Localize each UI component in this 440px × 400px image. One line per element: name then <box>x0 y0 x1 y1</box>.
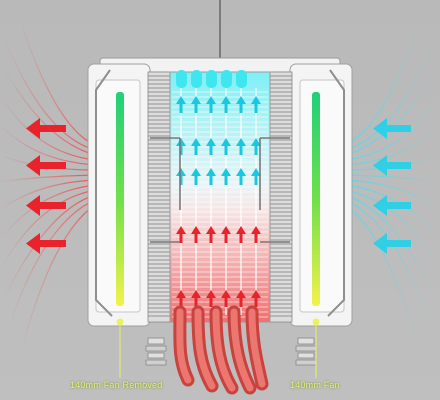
arrow-up-icon <box>206 138 216 155</box>
arrow-up-icon <box>251 226 261 243</box>
arrow-up-icon <box>236 226 246 243</box>
cool-upflow-arrows <box>176 96 261 185</box>
arrow-up-icon <box>251 168 261 185</box>
label-fan-right: 140mm Fan <box>290 380 340 390</box>
callout-right <box>312 318 320 378</box>
heatpipe-tips <box>176 70 247 88</box>
arrow-up-icon <box>221 290 231 307</box>
arrow-up-icon <box>191 168 201 185</box>
hot-exhaust-arrows <box>26 118 66 254</box>
left-fin-stack <box>147 71 171 323</box>
arrow-up-icon <box>191 226 201 243</box>
hot-upflow-arrows <box>176 226 261 307</box>
arrow-left-icon <box>26 118 66 139</box>
arrow-up-icon <box>176 226 186 243</box>
arrow-up-icon <box>206 96 216 113</box>
arrow-left-icon <box>373 195 411 216</box>
arrow-up-icon <box>221 96 231 113</box>
callout-left <box>116 318 124 378</box>
arrow-up-icon <box>221 138 231 155</box>
arrow-up-icon <box>176 138 186 155</box>
arrow-up-icon <box>236 138 246 155</box>
arrow-up-icon <box>236 96 246 113</box>
arrow-left-icon <box>26 195 66 216</box>
arrow-up-icon <box>236 290 246 307</box>
right-fin-stack <box>269 71 293 323</box>
arrow-up-icon <box>191 290 201 307</box>
arrow-up-icon <box>176 168 186 185</box>
arrow-up-icon <box>191 138 201 155</box>
arrow-left-icon <box>373 155 411 176</box>
label-fan-left: 140mm Fan Removed <box>70 380 163 390</box>
left-rgb-strip <box>116 92 124 306</box>
arrow-up-icon <box>236 168 246 185</box>
arrow-left-icon <box>373 233 411 254</box>
mount-screw-left <box>145 337 167 366</box>
arrow-up-icon <box>221 226 231 243</box>
right-rgb-strip <box>312 92 320 306</box>
arrow-left-icon <box>373 118 411 139</box>
arrow-up-icon <box>176 96 186 113</box>
arrow-up-icon <box>191 96 201 113</box>
arrow-up-icon <box>251 96 261 113</box>
fan-clips <box>150 137 290 243</box>
arrow-up-icon <box>221 168 231 185</box>
arrow-left-icon <box>26 155 66 176</box>
arrow-up-icon <box>251 138 261 155</box>
arrow-up-icon <box>176 290 186 307</box>
heatpipes <box>173 305 269 395</box>
arrow-up-icon <box>251 290 261 307</box>
arrow-left-icon <box>26 233 66 254</box>
right-fan <box>289 63 353 327</box>
arrow-up-icon <box>206 168 216 185</box>
left-fan <box>87 63 151 327</box>
arrow-up-icon <box>206 290 216 307</box>
heatpipe-channels <box>180 88 257 315</box>
cold-intake-arrows <box>373 118 411 254</box>
arrow-up-icon <box>206 226 216 243</box>
